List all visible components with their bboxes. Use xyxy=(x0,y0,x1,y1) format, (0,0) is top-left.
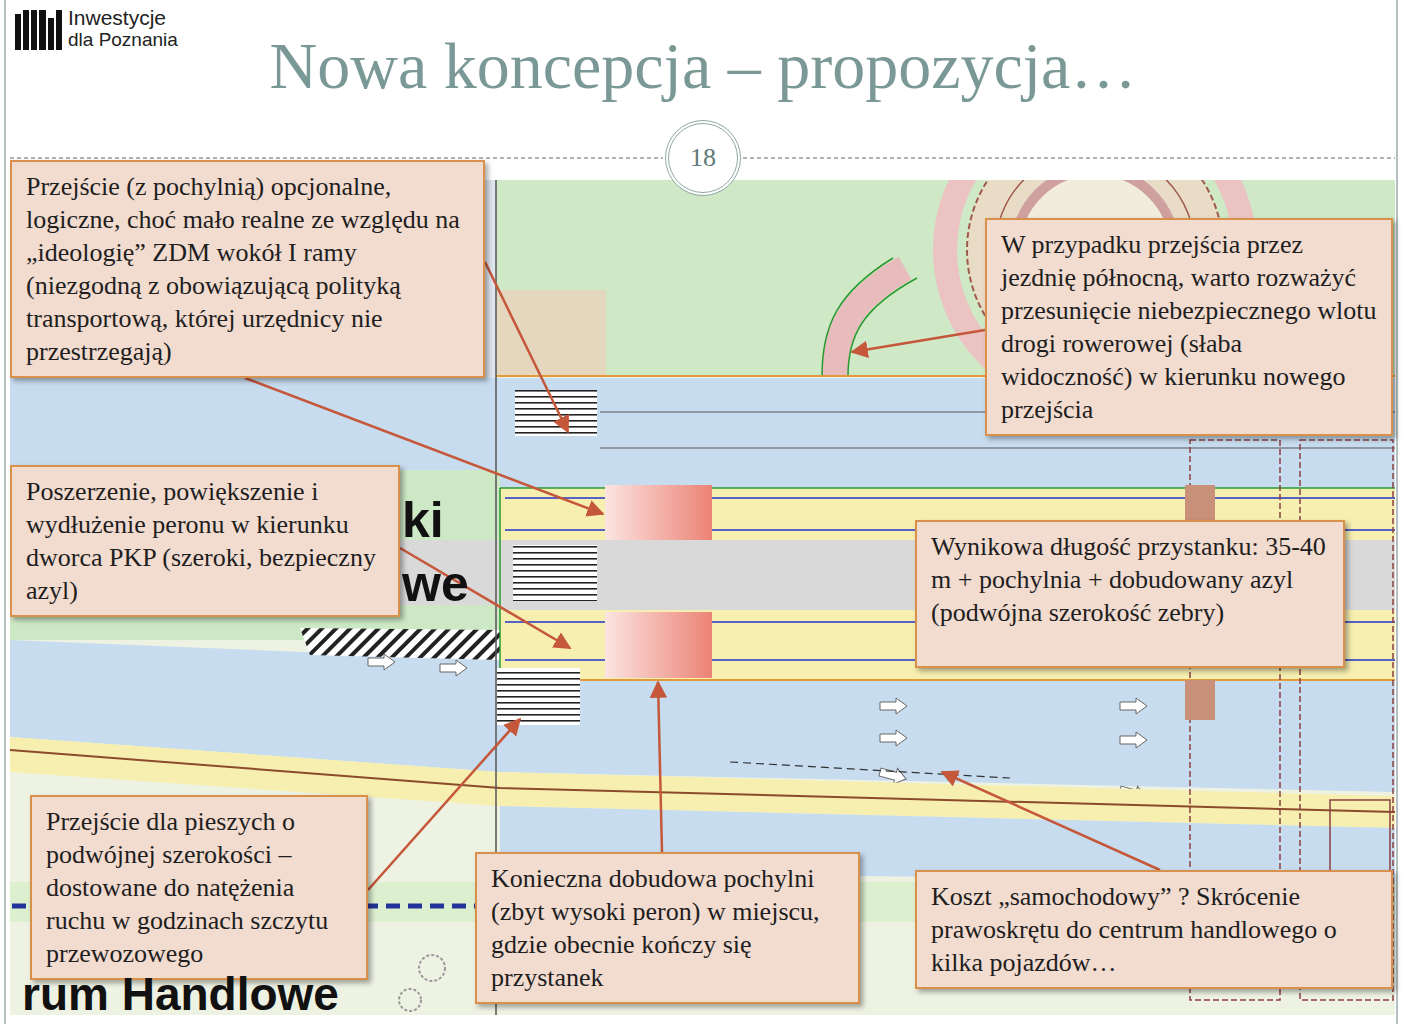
zebra-crossing xyxy=(515,390,597,436)
callout-box: Przejście dla pieszych o podwójnej szero… xyxy=(30,795,368,980)
bike-path-edge xyxy=(848,278,917,376)
logo-text: dla Poznania xyxy=(68,29,178,51)
map-label: ki xyxy=(402,494,444,546)
ramp xyxy=(605,612,712,678)
slide-frame xyxy=(1396,0,1398,1024)
node-text: Przejście (z pochylnią) opcjonalne, logi… xyxy=(26,170,469,368)
leader-arrow xyxy=(852,330,985,352)
stairs xyxy=(1185,680,1215,720)
tree-symbol xyxy=(419,955,445,981)
ramp xyxy=(605,485,712,540)
zebra-crossing xyxy=(497,668,580,725)
hatched-area xyxy=(300,628,500,660)
node-text: Wynikowa długość przystanku: 35-40 m + p… xyxy=(931,530,1329,629)
bike-path xyxy=(835,268,905,376)
platform-edge xyxy=(499,488,501,680)
lane-line xyxy=(600,448,1395,449)
tree-symbol xyxy=(399,989,421,1011)
callout-box: Poszerzenie, powiększenie i wydłużenie p… xyxy=(10,465,400,617)
map-label: we xyxy=(402,558,469,610)
logo-bar xyxy=(48,18,54,50)
lane-arrow xyxy=(368,654,395,670)
lane-arrow xyxy=(1120,732,1147,748)
logo-bar xyxy=(56,10,62,50)
lane-arrow xyxy=(1120,698,1147,714)
page-number: 18 xyxy=(665,120,741,196)
leader-arrow xyxy=(485,262,568,432)
logo-bars xyxy=(15,10,62,50)
callout-box: Konieczna dobudowa pochylni (zbyt wysoki… xyxy=(475,852,860,1004)
node-text: Poszerzenie, powiększenie i wydłużenie p… xyxy=(26,475,384,607)
header-rule xyxy=(743,157,1395,159)
slide-frame xyxy=(4,0,6,1024)
logo-bar xyxy=(39,10,46,50)
node-text: Konieczna dobudowa pochylni (zbyt wysoki… xyxy=(491,862,844,994)
leader-arrow xyxy=(400,548,570,648)
callout-box: Wynikowa długość przystanku: 35-40 m + p… xyxy=(915,520,1345,668)
curb-line xyxy=(500,679,1395,681)
building-outline xyxy=(1330,800,1390,880)
node-text: W przypadku przejścia przez jezdnię półn… xyxy=(1001,228,1377,426)
map-label: rum Handlowe xyxy=(22,970,339,1018)
paved-area xyxy=(496,290,606,376)
header-rule xyxy=(10,157,663,159)
node-text: Koszt „samochodowy” ? Skrócenie prawoskr… xyxy=(931,880,1377,979)
lane-line xyxy=(730,762,1010,778)
lane-arrow xyxy=(440,660,467,676)
logo-bar xyxy=(31,10,37,50)
node-text: Przejście dla pieszych o podwójnej szero… xyxy=(46,805,352,970)
leader-arrow xyxy=(658,682,662,852)
logo-bar xyxy=(23,10,29,50)
node-text: 18 xyxy=(690,143,716,173)
lane-arrow xyxy=(880,730,907,746)
callout-box: W przypadku przejścia przez jezdnię półn… xyxy=(985,218,1393,436)
stairs xyxy=(1185,485,1215,525)
bike-path-edge xyxy=(822,258,893,376)
lane-arrow xyxy=(880,698,907,714)
logo-bar xyxy=(15,14,21,50)
callout-box: Przejście (z pochylnią) opcjonalne, logi… xyxy=(10,160,485,378)
logo-text: Inwestycje xyxy=(68,6,166,30)
leader-arrow xyxy=(942,772,1160,870)
callout-box: Koszt „samochodowy” ? Skrócenie prawoskr… xyxy=(915,870,1393,989)
zebra-crossing xyxy=(513,545,597,601)
slide-title: Nowa koncepcja – propozycja… xyxy=(0,26,1406,106)
